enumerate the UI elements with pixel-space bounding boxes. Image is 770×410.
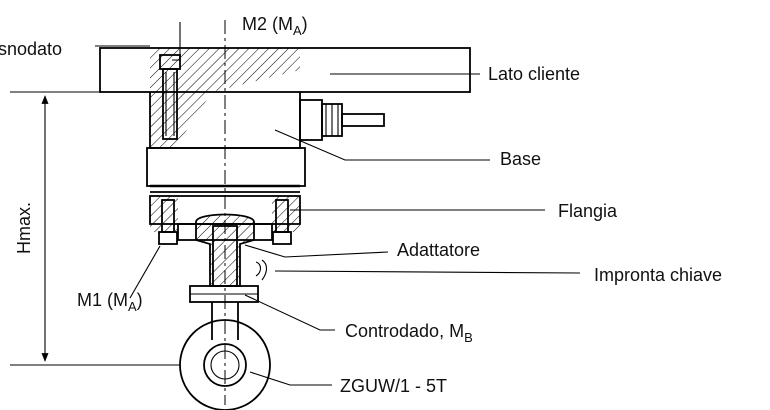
hmax-label: Hmax. — [14, 202, 34, 254]
leader-lines — [95, 22, 581, 386]
m1-label: M1 (MA) — [77, 290, 143, 314]
adapter — [195, 213, 268, 287]
wrench-print-label: Impronta chiave — [594, 265, 722, 285]
lock-nut — [189, 285, 259, 303]
base-label: Base — [500, 149, 541, 169]
model-label: ZGUW/1 - 5T — [340, 376, 447, 396]
customer-side-plate — [99, 47, 471, 93]
swivel-label: snodato — [0, 39, 62, 59]
m2-screw — [159, 54, 181, 140]
m1-screws — [158, 199, 292, 245]
m2-label: M2 (MA) — [242, 14, 308, 38]
base-body — [146, 92, 385, 193]
customer-side-label: Lato cliente — [488, 64, 580, 84]
flange-label: Flangia — [558, 201, 618, 221]
adapter-label: Adattatore — [397, 240, 480, 260]
hmax-dimension: Hmax. — [10, 91, 180, 366]
locknut-label: Controdado, MB — [345, 321, 473, 345]
